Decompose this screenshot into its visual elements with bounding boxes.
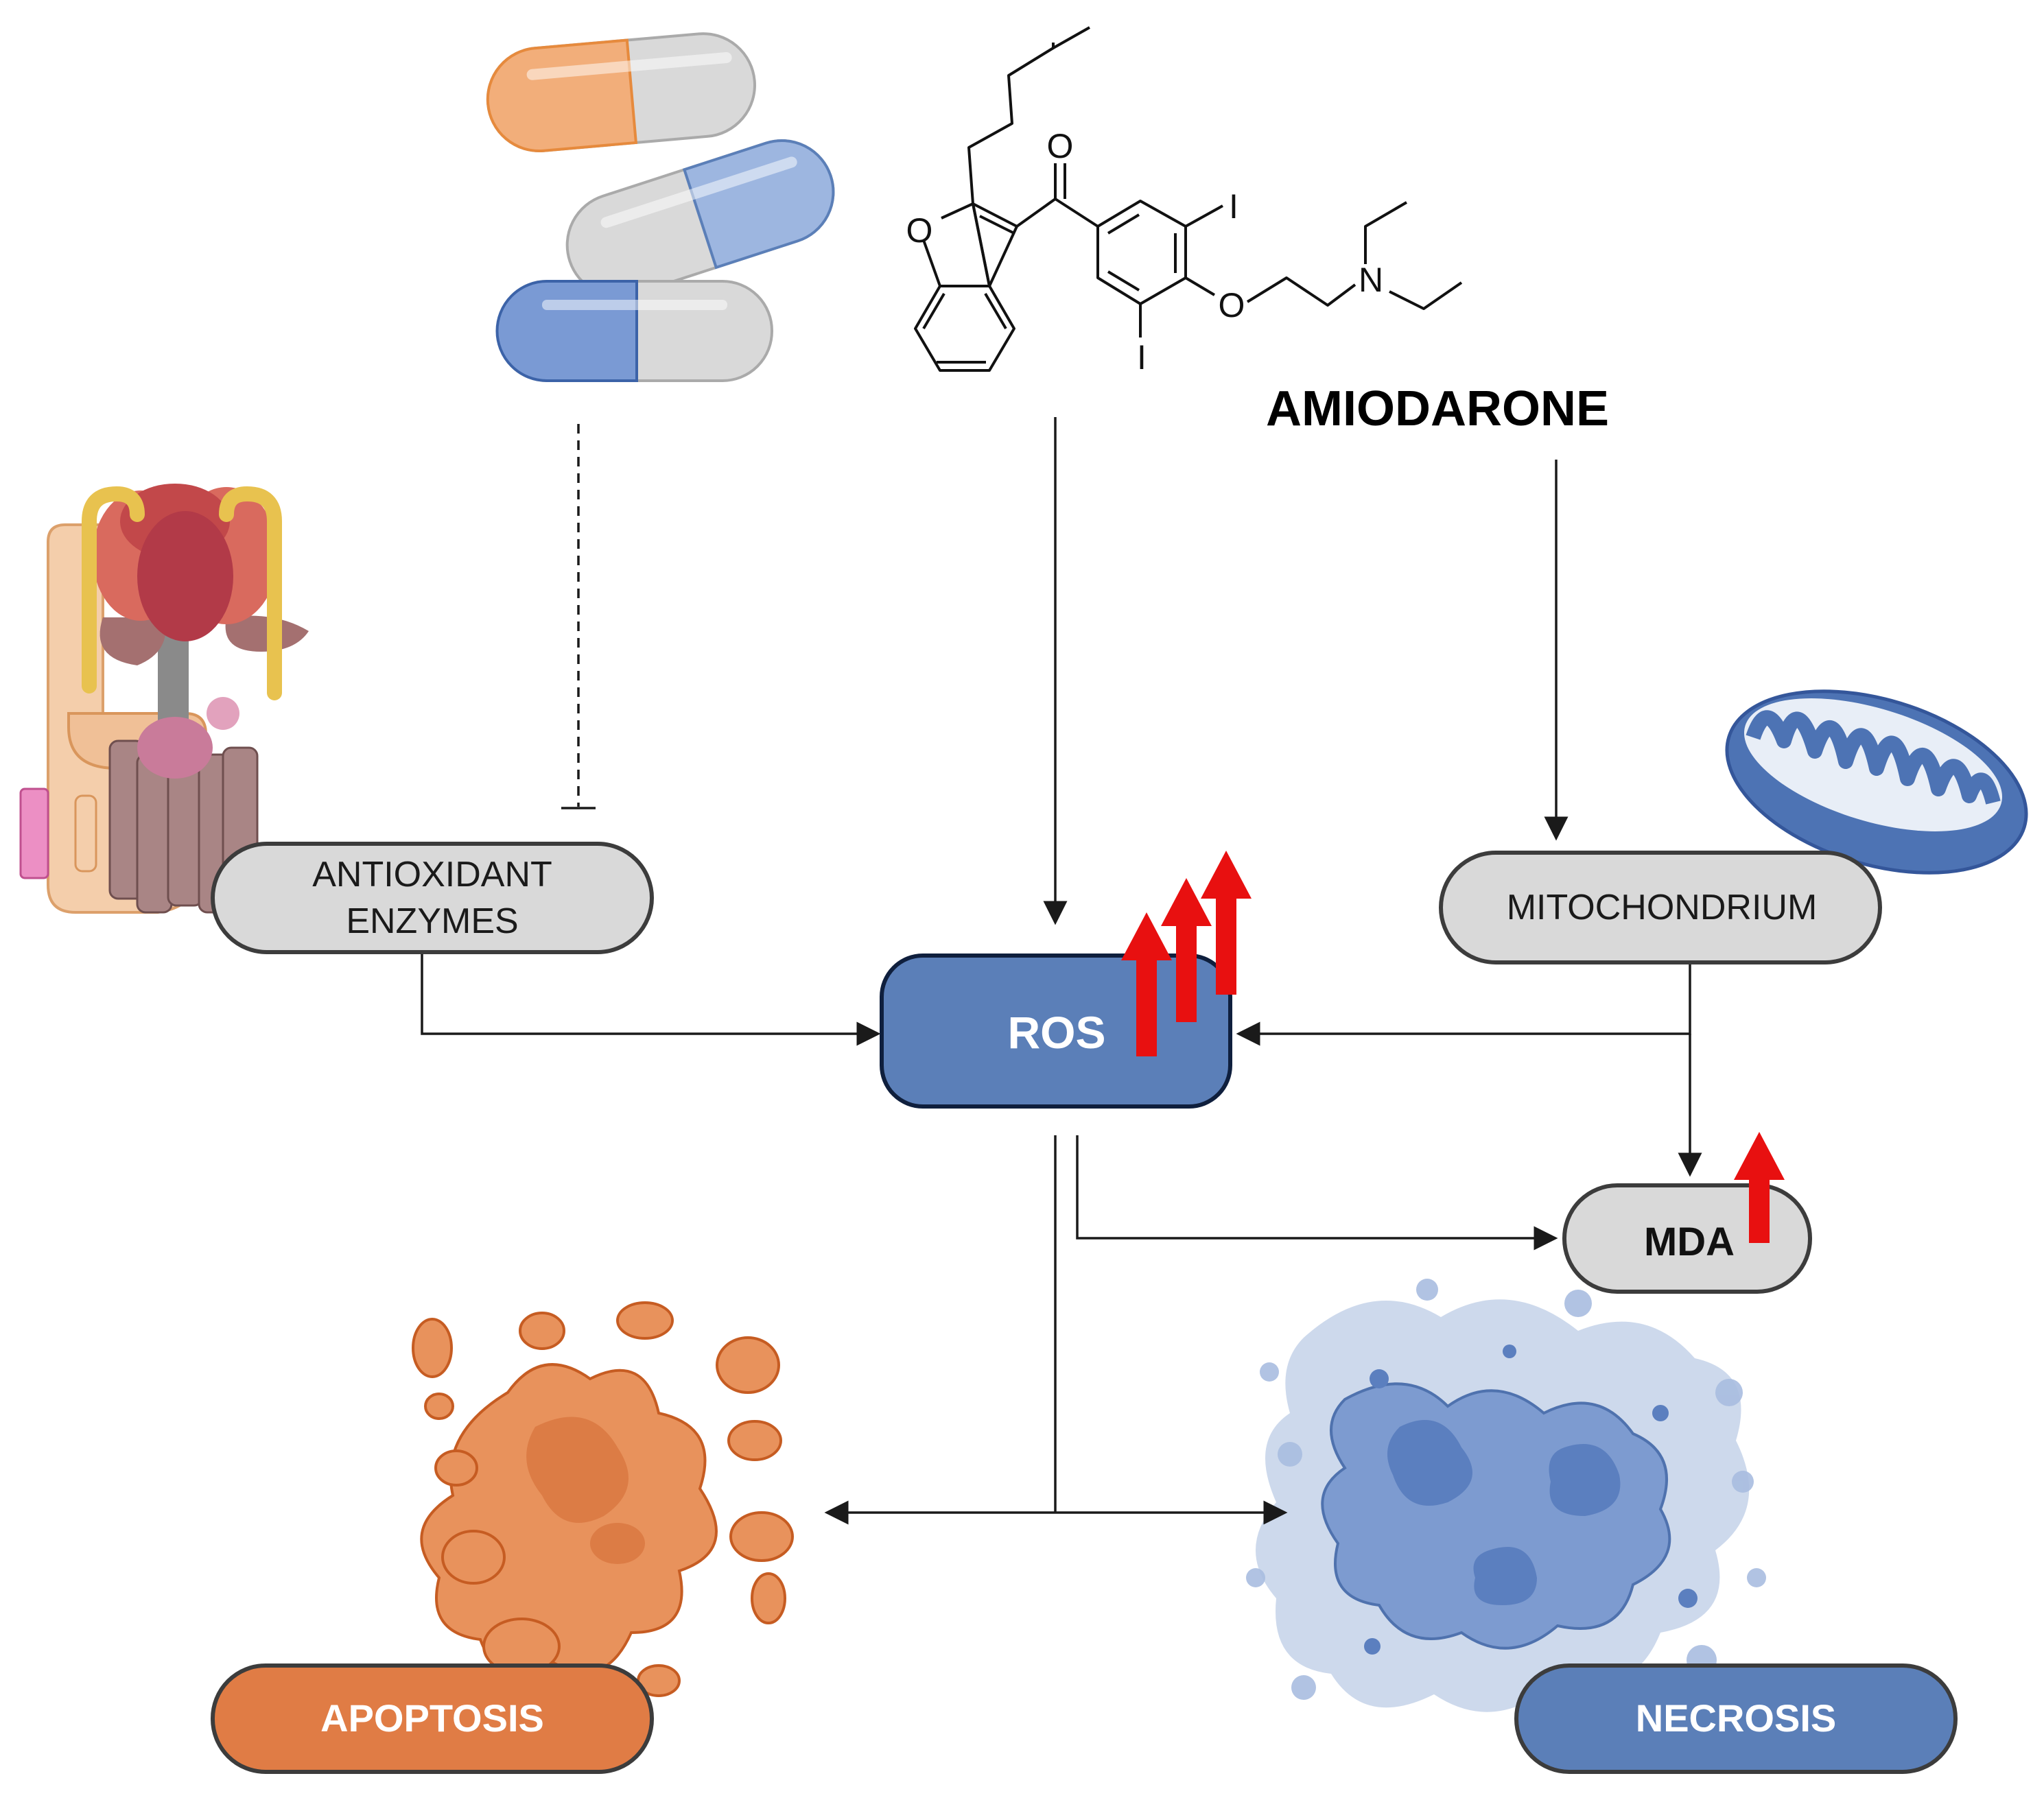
up-arrow-icon	[1734, 1132, 1785, 1243]
antioxidant-label-line1: ANTIOXIDANT	[312, 855, 552, 895]
mitochondrium-label: MITOCHONDRIUM	[1507, 888, 1818, 927]
node-apoptosis: APOPTOSIS	[211, 1663, 654, 1774]
atom-n: N	[1359, 261, 1383, 299]
mda-label: MDA	[1644, 1220, 1735, 1264]
atom-i-bottom: I	[1137, 338, 1147, 377]
atom-o-ring: O	[906, 211, 933, 250]
arrow-mito-to-ros	[1236, 964, 1691, 1046]
atom-i-top: I	[1229, 187, 1238, 226]
ros-label: ROS	[1007, 1007, 1105, 1058]
apoptotic-cell-icon	[412, 1301, 794, 1697]
node-antioxidant-enzymes: ANTIOXIDANT ENZYMES	[211, 842, 654, 954]
drug-name: AMIODARONE	[1266, 381, 1609, 436]
necrotic-cell-icon	[1246, 1279, 1766, 1712]
amiodarone-structure	[914, 26, 1463, 372]
arrow-ros-to-mda	[1076, 1135, 1558, 1251]
node-necrosis: NECROSIS	[1514, 1663, 1958, 1774]
node-mitochondrium: MITOCHONDRIUM	[1439, 851, 1882, 964]
node-mda: MDA	[1562, 1183, 1812, 1294]
up-arrow-icon	[1161, 878, 1212, 1022]
capsules-icon	[486, 32, 835, 382]
necrosis-label: NECROSIS	[1636, 1696, 1837, 1740]
antioxidant-label-line2: ENZYMES	[346, 901, 518, 941]
connectors	[421, 417, 1702, 1525]
up-arrow-icon	[1121, 912, 1172, 1056]
ros-increase-arrows	[1121, 851, 1785, 1243]
atom-o-ether: O	[1219, 286, 1245, 324]
up-arrow-icon	[1201, 851, 1252, 995]
atom-o-carbonyl: O	[1047, 127, 1074, 165]
amiodarone-atom-labels: O O I I O N	[906, 127, 1384, 377]
apoptosis-label: APOPTOSIS	[320, 1696, 544, 1740]
mitochondrion-icon	[1725, 689, 2028, 875]
arrow-antiox-to-ros	[421, 954, 881, 1046]
